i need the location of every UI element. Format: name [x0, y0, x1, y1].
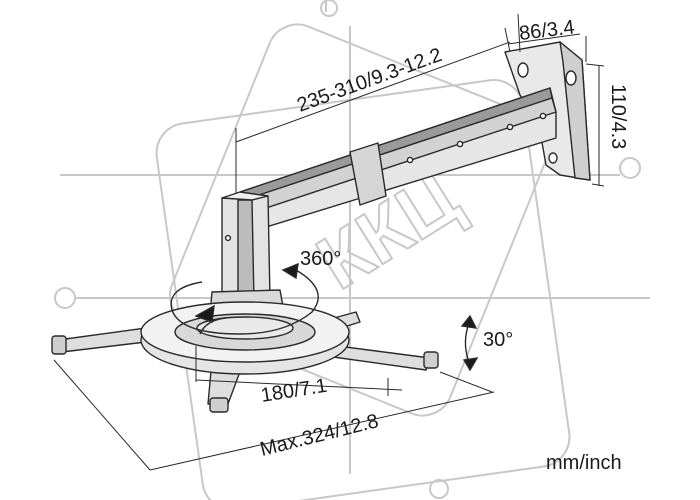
- foot-left: [51, 335, 67, 355]
- rotation-arrow-head: [281, 262, 299, 280]
- foot-bottom: [209, 397, 229, 413]
- telescopic-arm: [235, 87, 557, 233]
- base-plate: [51, 301, 439, 413]
- dimension-lines: [53, 13, 605, 471]
- wall-plate-hole-1: [517, 62, 529, 78]
- arm-length-label: 235-310/9.3-12.2: [294, 44, 445, 117]
- rotation-indicator: [170, 262, 319, 335]
- tilt-angle-label: 30°: [483, 329, 513, 351]
- plate-width-label: 86/3.4: [518, 16, 576, 45]
- rotation-angle-label: 360°: [300, 248, 341, 270]
- tilt-indicator: [460, 314, 479, 372]
- wall-plate-hole-2: [565, 70, 577, 86]
- foot-right: [423, 351, 439, 369]
- base-diameter-label: 180/7.1: [259, 375, 328, 407]
- units-label: mm/inch: [546, 452, 622, 474]
- plate-height-label: 110/4.3: [607, 84, 629, 149]
- max-span-label: Max.324/12.8: [258, 410, 381, 461]
- wall-plate-hole-3: [548, 152, 558, 164]
